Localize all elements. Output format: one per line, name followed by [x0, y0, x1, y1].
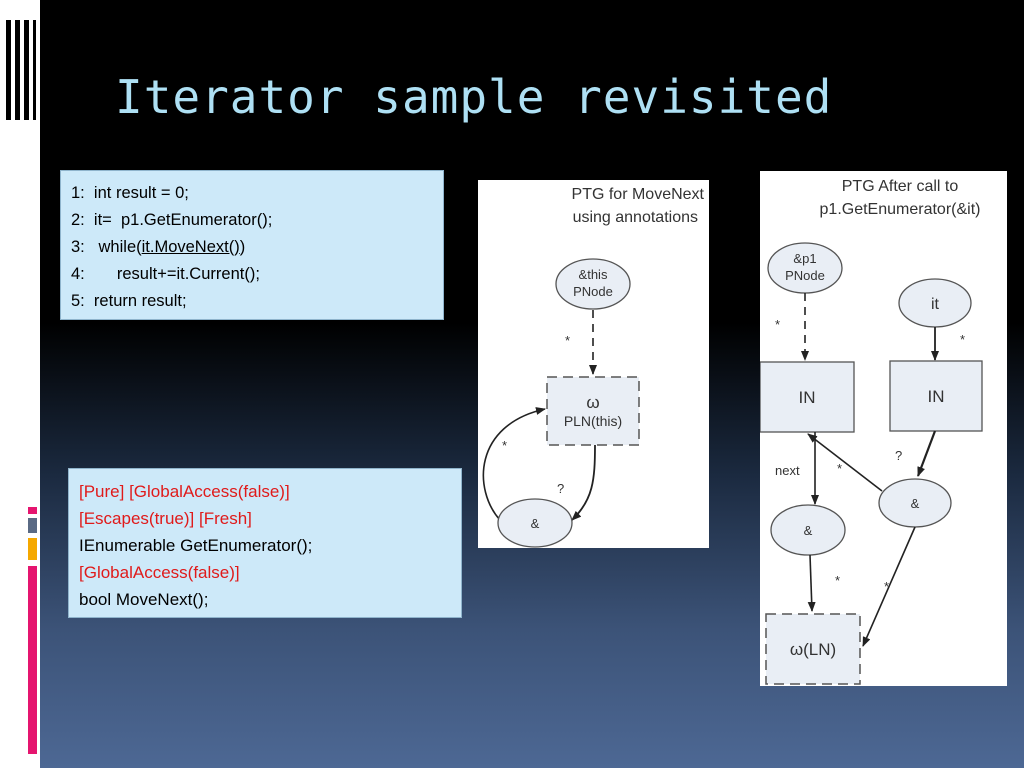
code-line-1: 1: int result = 0;	[71, 184, 189, 202]
ptg1-node-omega	[546, 376, 640, 446]
ptg1-edge-question: ?	[557, 481, 564, 496]
ptg1-title-line1: PTG for MoveNext	[572, 186, 705, 203]
accent-gray	[28, 518, 37, 533]
ptg2-node-amp-left-label: &	[804, 523, 813, 538]
ptg2-node-omega-ln-label: ω(LN)	[790, 640, 836, 659]
ptg2-node-it-label: it	[931, 296, 940, 313]
annotation-line-4: [GlobalAccess(false)]	[79, 563, 240, 582]
ptg-movenext-panel: PTG for MoveNext using annotations &this…	[478, 180, 709, 548]
annotation-line-1: [Pure] [GlobalAccess(false)]	[79, 482, 290, 501]
ptg1-loop-star: *	[502, 438, 507, 453]
ptg1-node-this-line1: &this	[579, 267, 608, 282]
code-underlined-call: it.MoveNext()	[141, 238, 240, 256]
slide-title: Iterator sample revisited	[115, 70, 833, 124]
ptg1-node-amp	[497, 498, 573, 548]
accent-pink-bar	[28, 566, 37, 754]
ptg2-star-left-down: *	[835, 573, 840, 588]
annotation-line-2: [Escapes(true)] [Fresh]	[79, 509, 252, 528]
ptg2-node-amp-left	[770, 504, 846, 556]
ptg2-node-in-left	[760, 361, 855, 433]
ptg2-node-in-right-label: IN	[928, 387, 945, 406]
accent-pink-top	[28, 507, 37, 514]
ptg2-edge-question: ?	[895, 448, 902, 463]
code-line-4: 4: result+=it.Current();	[71, 265, 260, 283]
ptg1-node-this-line2: PNode	[573, 284, 613, 299]
ptg-after-call-panel: PTG After call to p1.GetEnumerator(&it) …	[760, 171, 1007, 686]
annotation-line-5: bool MoveNext();	[79, 590, 209, 609]
ptg2-title-line2: p1.GetEnumerator(&it)	[820, 201, 981, 218]
ptg2-edge-next-label: next	[775, 463, 800, 478]
ptg2-title-line1: PTG After call to	[842, 178, 959, 195]
side-bar-3	[24, 20, 29, 120]
ptg1-title-line2: using annotations	[573, 209, 698, 226]
code-line-2: 2: it= p1.GetEnumerator();	[71, 211, 273, 229]
ptg2-node-p1-line2: PNode	[785, 268, 825, 283]
ptg1-node-amp-label: &	[531, 516, 540, 531]
ptg2-node-omega-ln	[765, 613, 861, 685]
annotations-box: [Pure] [GlobalAccess(false)] [Escapes(tr…	[68, 468, 462, 618]
accent-yellow	[28, 538, 37, 560]
ptg2-node-in-right	[889, 360, 983, 432]
ptg2-star-p1: *	[775, 317, 780, 332]
side-bar-4	[33, 20, 36, 120]
ptg1-edge-amp-loop	[482, 407, 546, 521]
ptg2-star-right-down: *	[884, 579, 889, 594]
ptg2-node-amp-right-label: &	[911, 496, 920, 511]
ptg1-edge-star: *	[565, 333, 570, 348]
ptg2-star-it: *	[960, 332, 965, 347]
ptg1-node-omega-label: PLN(this)	[564, 413, 622, 429]
ptg2-edge-in-to-amp	[916, 430, 937, 477]
ptg2-edge-amp-back	[807, 433, 883, 492]
code-line-3: 3: while(it.MoveNext())	[71, 238, 246, 256]
ptg1-node-this	[555, 258, 631, 310]
side-bars-decoration	[6, 20, 36, 120]
ptg2-node-p1-line1: &p1	[793, 251, 816, 266]
side-bar-1	[6, 20, 11, 120]
code-box: 1: int result = 0; 2: it= p1.GetEnumerat…	[60, 170, 444, 320]
annotation-line-3: IEnumerable GetEnumerator();	[79, 536, 313, 555]
ptg2-edge-amp-right-to-omega	[862, 526, 916, 647]
ptg1-edge-omega-to-amp	[571, 444, 596, 521]
side-bar-2	[15, 20, 20, 120]
ptg2-star-back: *	[837, 461, 842, 476]
ptg2-node-in-left-label: IN	[799, 388, 816, 407]
code-line-5: 5: return result;	[71, 292, 187, 310]
ptg2-edge-amp-left-to-omega	[807, 554, 816, 612]
ptg1-node-omega-symbol: ω	[586, 393, 599, 412]
